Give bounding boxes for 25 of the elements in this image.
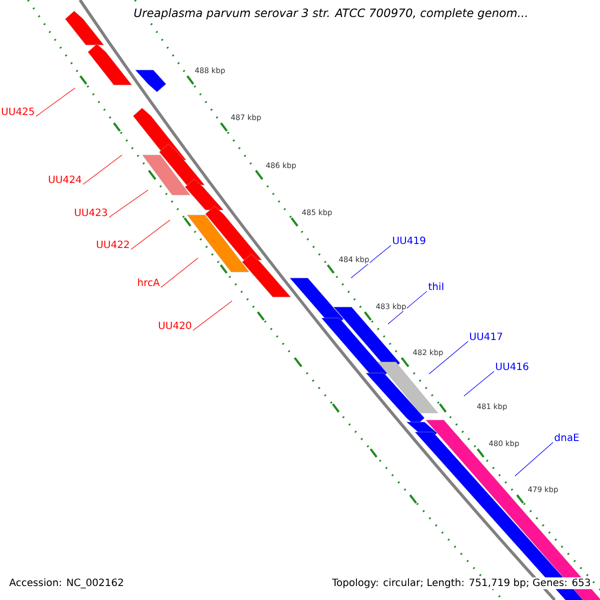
leader-line: [108, 190, 148, 218]
gene-label: UU420: [158, 322, 192, 330]
accession-text: Accession: NC_002162: [9, 578, 123, 588]
gene-label: UU423: [74, 208, 107, 216]
title: Ureaplasma parvum serovar 3 str. ATCC 700970, complete genom...: [132, 7, 530, 20]
leader-line: [464, 371, 494, 396]
leader-line: [130, 220, 170, 250]
gene-label: UU422: [96, 240, 129, 248]
leader-line: [388, 290, 428, 324]
leader-line: [514, 442, 554, 476]
leader-line: [36, 88, 76, 117]
gene-label: UU425: [2, 108, 34, 116]
gene-label: UU419: [393, 236, 426, 244]
leader-line: [82, 154, 122, 185]
leader-line: [160, 258, 198, 288]
gene-label: hrcA: [138, 278, 160, 286]
gene-label: UU417: [470, 332, 502, 340]
gene-label: UU416: [496, 362, 528, 370]
genome-info-text: Topology: circular; Length: 751,719 bp; Genes: 653: [331, 577, 592, 590]
gene-label: UU424: [48, 176, 82, 184]
gene-label: thiI: [428, 282, 444, 290]
leader-line: [428, 341, 468, 374]
leader-line: [350, 245, 392, 278]
leader-line: [192, 300, 232, 331]
gene-label: dnaE: [554, 433, 579, 442]
